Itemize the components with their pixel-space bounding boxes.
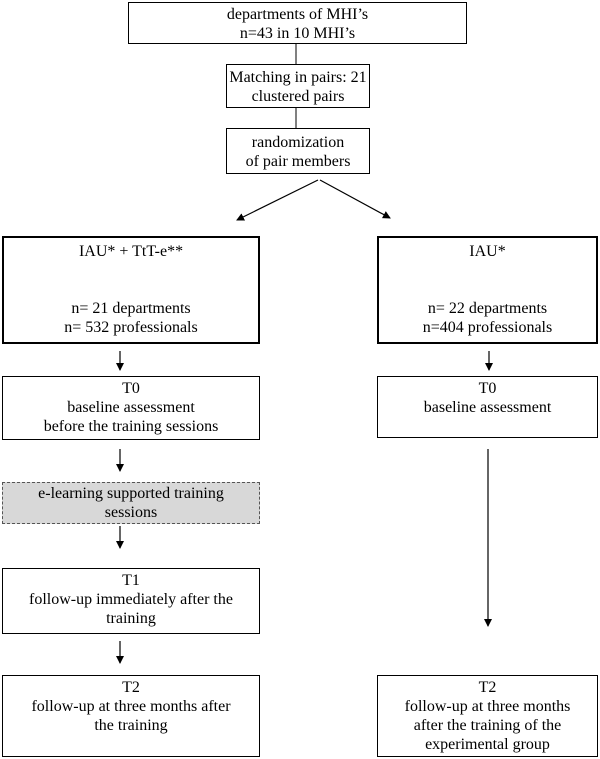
left-group-box: IAU* + TtT-e** n= 21 departments n= 532 … bbox=[2, 236, 260, 344]
right-group-box: IAU* n= 22 departments n=404 professiona… bbox=[377, 236, 598, 344]
right-t2-line2: follow-up at three months bbox=[404, 698, 571, 715]
left-t0-baseline: baseline assessment bbox=[67, 399, 195, 416]
departments-line2: n=43 in 10 MHI’s bbox=[239, 25, 356, 42]
left-t2-line3: the training bbox=[94, 717, 168, 734]
right-t0-label: T0 bbox=[478, 380, 497, 397]
left-group-title: IAU* + TtT-e** bbox=[78, 243, 184, 260]
left-t0-label: T0 bbox=[122, 380, 140, 397]
matching-box: Matching in pairs: 21 clustered pairs bbox=[226, 64, 370, 108]
arrow-left-branch bbox=[236, 179, 319, 221]
departments-box: departments of MHI’s n=43 in 10 MHI’s bbox=[128, 2, 467, 44]
right-group-departments: n= 22 departments bbox=[427, 300, 548, 317]
right-group-title: IAU* bbox=[469, 243, 506, 260]
matching-line2: clustered pairs bbox=[251, 88, 345, 105]
right-t0-baseline: baseline assessment bbox=[423, 399, 552, 416]
left-t2-line2: follow-up at three months after bbox=[31, 698, 231, 715]
left-t0-box: T0 baseline assessment before the traini… bbox=[2, 376, 260, 440]
right-t2-box: T2 follow-up at three months after the t… bbox=[377, 675, 598, 757]
randomization-box: randomization of pair members bbox=[226, 128, 370, 174]
elearning-line1: e-learning supported training bbox=[38, 485, 224, 502]
right-group-professionals: n=404 professionals bbox=[422, 319, 553, 336]
left-group-professionals: n= 532 professionals bbox=[64, 319, 198, 336]
left-t1-box: T1 follow-up immediately after the train… bbox=[2, 568, 260, 634]
left-t0-before: before the training sessions bbox=[43, 418, 219, 435]
departments-line1: departments of MHI’s bbox=[226, 6, 369, 23]
left-t1-line2: follow-up immediately after the bbox=[29, 591, 233, 608]
left-t1-label: T1 bbox=[122, 572, 140, 589]
randomization-line1: randomization bbox=[251, 134, 345, 151]
left-t1-line3: training bbox=[106, 610, 156, 627]
randomization-line2: of pair members bbox=[245, 153, 351, 170]
left-t2-label: T2 bbox=[122, 679, 140, 696]
elearning-box: e-learning supported training sessions bbox=[2, 482, 260, 524]
right-t2-line3: after the training of the bbox=[413, 717, 562, 734]
arrow-right-branch bbox=[319, 179, 391, 219]
right-t0-box: T0 baseline assessment bbox=[377, 376, 598, 438]
left-t2-box: T2 follow-up at three months after the t… bbox=[2, 675, 260, 757]
matching-line1: Matching in pairs: 21 bbox=[229, 69, 367, 86]
elearning-line2: sessions bbox=[104, 504, 158, 521]
right-t2-label: T2 bbox=[478, 679, 497, 696]
left-group-departments: n= 21 departments bbox=[71, 300, 191, 317]
right-t2-line4: experimental group bbox=[425, 736, 550, 753]
